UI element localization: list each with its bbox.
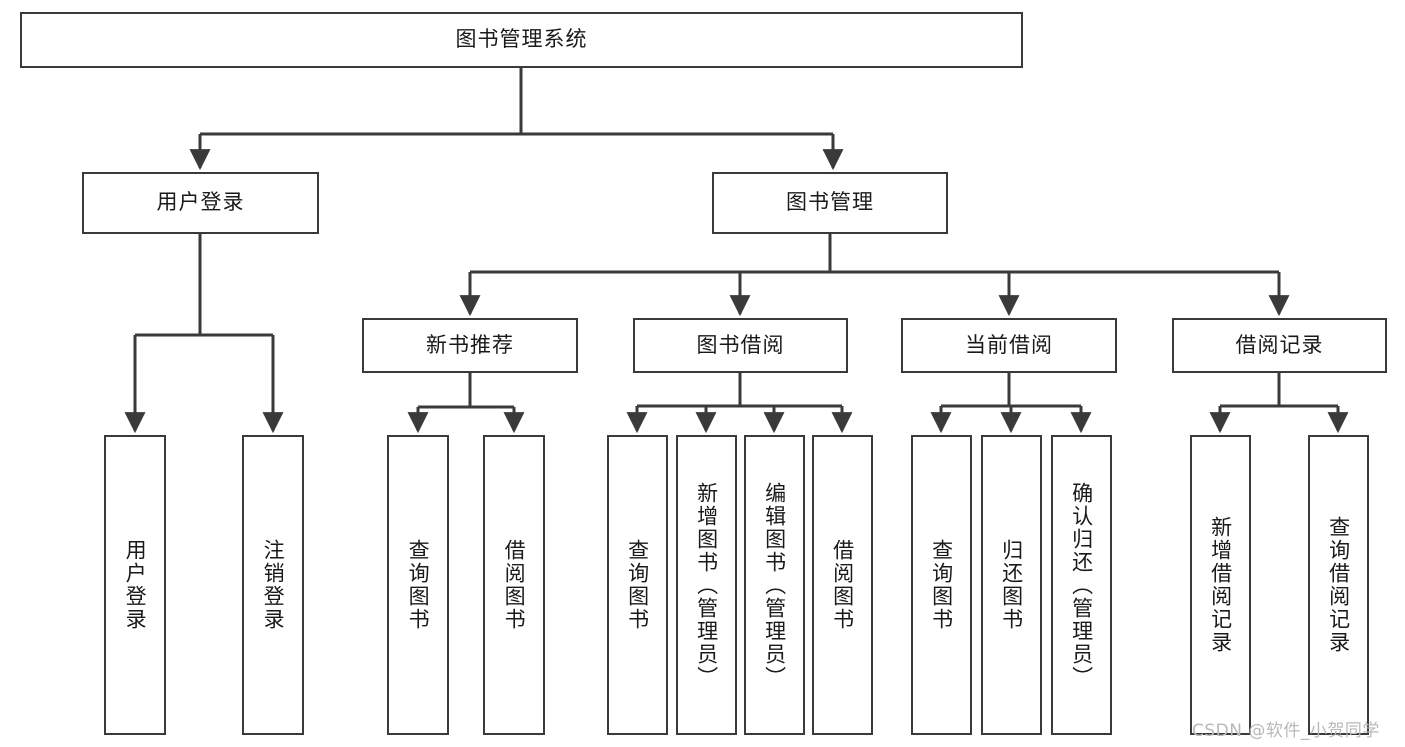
node-current-borrow-label: 当前借阅: [965, 332, 1053, 357]
leaf-query-book-borrow-label: 查询图书: [625, 539, 650, 631]
leaf-confirm-return-admin[interactable]: 确认归还（管理员）: [1051, 435, 1112, 735]
leaf-edit-book-admin-label: 编辑图书（管理员）: [762, 481, 787, 689]
node-borrow-record[interactable]: 借阅记录: [1172, 318, 1387, 373]
leaf-query-book-borrow[interactable]: 查询图书: [607, 435, 668, 735]
node-book-borrow-label: 图书借阅: [696, 332, 785, 357]
leaf-query-book-current-label: 查询图书: [929, 539, 954, 631]
leaf-query-book-current[interactable]: 查询图书: [911, 435, 972, 735]
leaf-add-book-admin-label: 新增图书（管理员）: [694, 481, 719, 689]
leaf-user-login[interactable]: 用户登录: [104, 435, 166, 735]
leaf-edit-book-admin[interactable]: 编辑图书（管理员）: [744, 435, 805, 735]
leaf-borrow-book-label: 借阅图书: [830, 539, 855, 631]
leaf-return-book[interactable]: 归还图书: [981, 435, 1042, 735]
node-current-borrow[interactable]: 当前借阅: [901, 318, 1117, 373]
leaf-add-book-admin[interactable]: 新增图书（管理员）: [676, 435, 737, 735]
leaf-add-borrow-record-label: 新增借阅记录: [1208, 516, 1233, 654]
node-book-borrow[interactable]: 图书借阅: [633, 318, 848, 373]
node-new-book-recommend-label: 新书推荐: [426, 332, 514, 357]
node-borrow-record-label: 借阅记录: [1235, 332, 1324, 357]
node-user-login[interactable]: 用户登录: [82, 172, 319, 234]
node-root[interactable]: 图书管理系统: [20, 12, 1023, 68]
node-book-manage[interactable]: 图书管理: [712, 172, 948, 234]
node-book-manage-label: 图书管理: [786, 190, 874, 215]
csdn-watermark: CSDN @软件_小贺同学: [1192, 721, 1380, 741]
leaf-user-logout-label: 注销登录: [261, 539, 286, 631]
leaf-confirm-return-admin-label: 确认归还（管理员）: [1069, 481, 1094, 689]
leaf-add-borrow-record[interactable]: 新增借阅记录: [1190, 435, 1251, 735]
leaf-query-borrow-record[interactable]: 查询借阅记录: [1308, 435, 1369, 735]
leaf-return-book-label: 归还图书: [999, 539, 1024, 631]
leaf-query-book-rec-label: 查询图书: [406, 539, 431, 631]
node-root-label: 图书管理系统: [455, 27, 588, 52]
leaf-borrow-book-rec-label: 借阅图书: [502, 539, 527, 631]
leaf-borrow-book[interactable]: 借阅图书: [812, 435, 873, 735]
leaf-user-login-label: 用户登录: [123, 539, 148, 631]
leaf-query-borrow-record-label: 查询借阅记录: [1326, 516, 1351, 654]
leaf-borrow-book-rec[interactable]: 借阅图书: [483, 435, 545, 735]
leaf-user-logout[interactable]: 注销登录: [242, 435, 304, 735]
leaf-query-book-rec[interactable]: 查询图书: [387, 435, 449, 735]
node-user-login-label: 用户登录: [156, 190, 245, 215]
node-new-book-recommend[interactable]: 新书推荐: [362, 318, 578, 373]
